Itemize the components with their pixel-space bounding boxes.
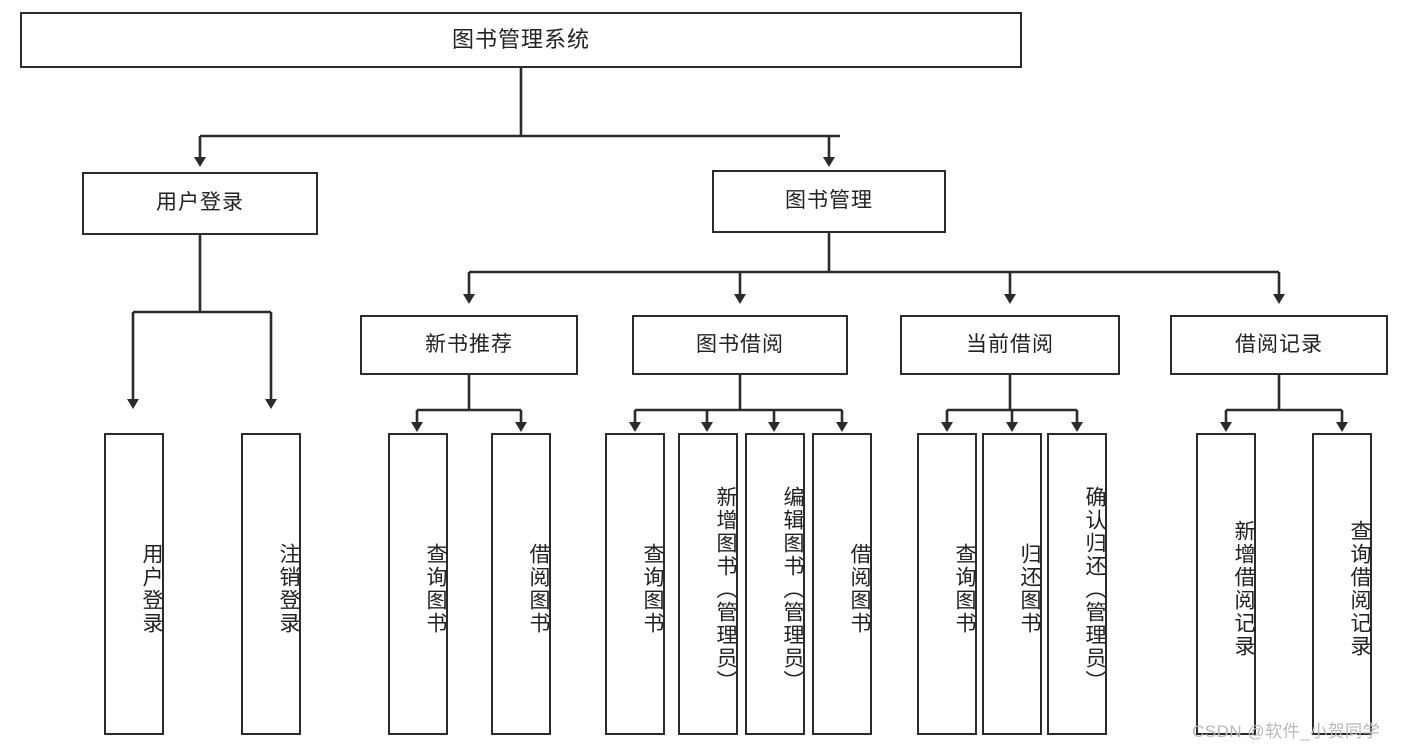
node-label: 当前借阅 (966, 332, 1054, 356)
node-new-book-recommend[interactable]: 新书推荐 (360, 315, 578, 375)
node-leaf-confirm-return[interactable]: 确认归还（管理员） (1047, 433, 1107, 735)
node-label: 用户登录 (140, 543, 163, 635)
node-label: 新增图书（管理员） (714, 485, 737, 693)
node-leaf-query-book-recommend[interactable]: 查询图书 (388, 433, 448, 735)
node-label: 查询图书 (424, 543, 447, 635)
node-leaf-return-book[interactable]: 归还图书 (982, 433, 1042, 735)
node-label: 查询图书 (641, 543, 664, 635)
node-leaf-query-book-current[interactable]: 查询图书 (917, 433, 977, 735)
node-book-management[interactable]: 图书管理 (712, 170, 946, 233)
node-book-borrow[interactable]: 图书借阅 (632, 315, 848, 375)
node-leaf-query-borrow-record[interactable]: 查询借阅记录 (1312, 433, 1372, 735)
node-leaf-borrow-book[interactable]: 借阅图书 (812, 433, 872, 735)
node-borrow-record[interactable]: 借阅记录 (1170, 315, 1388, 375)
node-label: 借阅记录 (1235, 332, 1323, 356)
node-label: 确认归还（管理员） (1083, 485, 1106, 693)
node-current-borrow[interactable]: 当前借阅 (900, 315, 1120, 375)
node-label: 查询图书 (953, 543, 976, 635)
node-leaf-user-login[interactable]: 用户登录 (104, 433, 164, 735)
node-leaf-query-book-borrow[interactable]: 查询图书 (605, 433, 665, 735)
node-label: 借阅图书 (527, 543, 550, 635)
node-label: 查询借阅记录 (1348, 520, 1371, 658)
node-label: 用户登录 (156, 191, 244, 215)
node-label: 归还图书 (1018, 543, 1041, 635)
node-label: 图书管理 (785, 189, 873, 213)
node-leaf-edit-book[interactable]: 编辑图书（管理员） (745, 433, 805, 735)
csdn-watermark: CSDN @软件_小贺同学 (1192, 722, 1381, 741)
node-label: 注销登录 (277, 543, 300, 635)
node-leaf-add-book[interactable]: 新增图书（管理员） (678, 433, 738, 735)
node-label: 编辑图书（管理员） (781, 485, 804, 693)
node-leaf-add-borrow-record[interactable]: 新增借阅记录 (1196, 433, 1256, 735)
node-label: 图书借阅 (696, 332, 784, 356)
node-leaf-borrow-book-recommend[interactable]: 借阅图书 (491, 433, 551, 735)
node-label: 新增借阅记录 (1232, 520, 1255, 658)
node-label: 图书管理系统 (451, 27, 590, 53)
node-label: 借阅图书 (848, 543, 871, 635)
node-root-system[interactable]: 图书管理系统 (20, 12, 1022, 68)
node-label: 新书推荐 (425, 332, 513, 356)
node-leaf-logout-login[interactable]: 注销登录 (241, 433, 301, 735)
node-user-login[interactable]: 用户登录 (82, 172, 318, 235)
